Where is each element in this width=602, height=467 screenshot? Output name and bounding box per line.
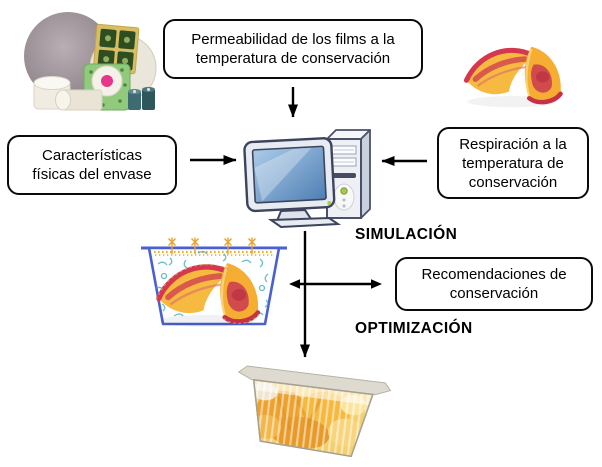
physical-box-line-1: Características xyxy=(41,147,143,164)
respiration-box-line-1: Respiración a la xyxy=(459,135,567,153)
optimization-label: OPTIMIZACIÓN xyxy=(355,320,473,337)
recommendations-box: Recomendaciones de conservación xyxy=(395,257,593,311)
arrow-tub-recommendations-bidirectional xyxy=(289,279,382,289)
respiration-box: Respiración a la temperatura de conserva… xyxy=(437,127,589,199)
respiration-box-line-2: temperatura de xyxy=(462,154,564,172)
packaging-film-rolls-image xyxy=(24,12,157,111)
peach-slices-image xyxy=(452,28,586,110)
stitch-marks xyxy=(155,264,261,325)
permeability-box: Permeabilidad de los films a la temperat… xyxy=(163,19,423,79)
computer-monitor xyxy=(243,137,336,213)
film-permeation-marks xyxy=(154,237,274,256)
physical-box-line-2: físicas del envase xyxy=(32,166,152,183)
white-film-rolls xyxy=(33,76,103,111)
tray-flange xyxy=(237,365,392,396)
desktop-computer-image xyxy=(243,129,371,229)
simulation-label: SIMULACIÓN xyxy=(355,226,458,243)
permeability-box-line-1: Permeabilidad de los films a la xyxy=(191,31,395,48)
packed-tray-image xyxy=(237,365,392,459)
blue-film-rolls xyxy=(128,86,155,110)
permeability-box-line-2: temperatura de conservación xyxy=(195,50,391,67)
tub-schematic-image xyxy=(141,237,287,329)
respiration-box-line-3: conservación xyxy=(468,173,558,191)
recommendations-box-line-1: Recomendaciones de xyxy=(421,266,567,283)
recommendations-box-line-2: conservación xyxy=(449,285,539,302)
monitor-stand-base xyxy=(267,216,342,229)
physical-characteristics-box: Características físicas del envase xyxy=(7,135,177,195)
tray-contents xyxy=(245,379,373,459)
